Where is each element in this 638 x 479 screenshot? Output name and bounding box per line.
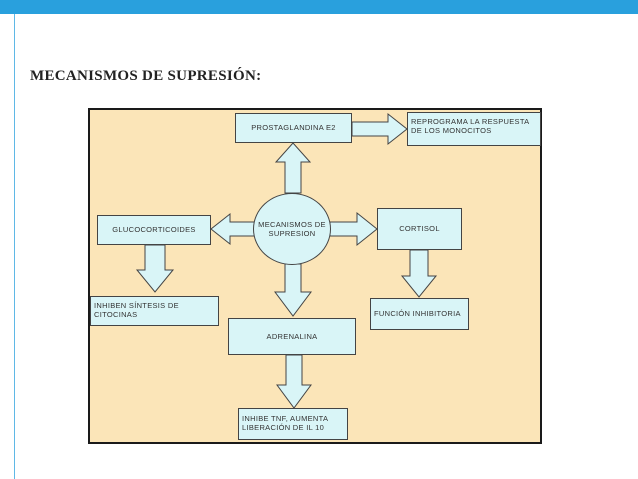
arrow-to-glucocorticoides <box>210 212 257 246</box>
top-accent-bar <box>0 0 638 14</box>
node-cortisol: CORTISOL <box>377 208 462 250</box>
node-prostaglandina: PROSTAGLANDINA E2 <box>235 113 352 143</box>
node-adrenalina: ADRENALINA <box>228 318 356 355</box>
node-reprograma-respuesta: REPROGRAMA LA RESPUESTA DE LOS MONOCITOS <box>407 112 541 146</box>
node-funcion-inhibitoria: FUNCIÓN INHIBITORIA <box>370 298 469 330</box>
node-mecanismos-center: MECANISMOS DE SUPRESION <box>253 193 331 265</box>
node-inhiben-sintesis: INHIBEN SÍNTESIS DE CITOCINAS <box>90 296 219 326</box>
arrow-to-prostaglandina <box>274 142 312 194</box>
arrow-to-reprograma <box>351 112 408 146</box>
arrow-to-funcion-inhibitoria <box>400 249 438 298</box>
arrow-to-inhibe-tnf <box>276 354 312 409</box>
node-inhibe-tnf: INHIBE TNF, AUMENTA LIBERACIÓN DE IL 10 <box>238 408 348 440</box>
arrow-to-adrenalina <box>274 263 312 317</box>
arrow-to-cortisol <box>329 211 378 247</box>
left-accent-line <box>14 14 15 479</box>
arrow-to-inhiben-sintesis <box>135 244 175 293</box>
node-glucocorticoides: GLUCOCORTICOIDES <box>97 215 211 245</box>
slide-title: MECANISMOS DE SUPRESIÓN: <box>30 68 262 84</box>
